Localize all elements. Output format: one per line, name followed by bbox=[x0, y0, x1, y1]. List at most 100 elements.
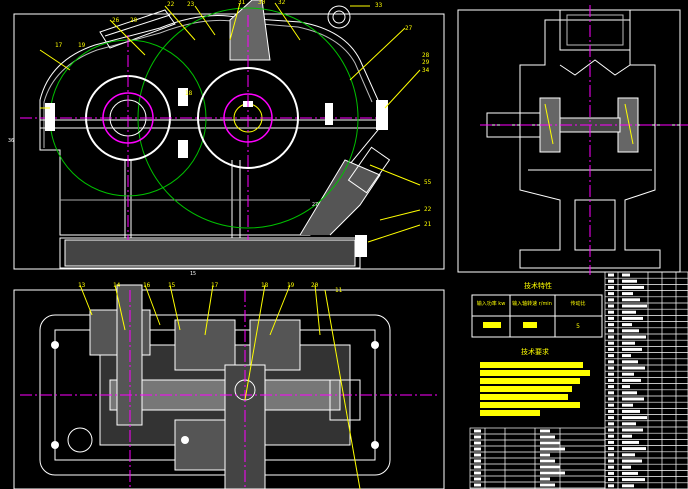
parts-list-index-mark bbox=[608, 403, 614, 407]
parts-list-index-mark bbox=[608, 273, 614, 277]
parts-list-index-mark bbox=[608, 298, 614, 302]
parts-list-cell-mark bbox=[622, 453, 635, 457]
top-label-14: 14 bbox=[113, 282, 121, 289]
tech-requirements: 技术要求 bbox=[480, 347, 590, 416]
side-view bbox=[457, 9, 688, 273]
top-part-labels: 13 14 16 15 17 18 19 20 11 bbox=[78, 282, 343, 294]
oil-gauge bbox=[347, 146, 391, 194]
parts-list-cell-mark bbox=[622, 285, 644, 289]
top-label-11: 11 bbox=[335, 287, 343, 294]
parts-list-cell-mark bbox=[622, 440, 639, 444]
parts-list-cell-mark bbox=[622, 416, 647, 420]
title-block-index-mark bbox=[474, 435, 481, 439]
parts-list-index-mark bbox=[608, 279, 614, 283]
title-block-cell-mark bbox=[540, 471, 565, 475]
label-26: 26 bbox=[112, 17, 120, 24]
parts-list bbox=[604, 271, 688, 489]
side-top-cover-inner bbox=[566, 14, 624, 46]
parts-list-cell-mark bbox=[622, 298, 640, 302]
label-22b: 22 bbox=[424, 206, 432, 213]
top-view-frame bbox=[13, 289, 445, 489]
label-33: 33 bbox=[375, 2, 383, 9]
lifting-eye bbox=[327, 5, 351, 29]
parts-list-index-mark bbox=[608, 478, 614, 482]
title-block-frame bbox=[469, 427, 606, 489]
parts-list-cell-mark bbox=[622, 310, 636, 314]
label-31: 31 bbox=[238, 0, 246, 6]
parts-list-cell-mark bbox=[622, 378, 641, 382]
parts-list-cell-mark bbox=[622, 304, 647, 308]
bearing-block-mid-top bbox=[174, 319, 236, 371]
parts-list-cell-mark bbox=[622, 434, 632, 438]
parts-list-index-mark bbox=[608, 372, 614, 376]
parts-list-index-mark bbox=[608, 347, 614, 351]
front-view bbox=[13, 0, 445, 270]
top-label-15: 15 bbox=[168, 282, 176, 289]
title-block-index-mark bbox=[474, 483, 481, 487]
front-centerlines bbox=[20, 15, 380, 240]
parts-list-index-mark bbox=[608, 329, 614, 333]
parts-list-index-mark bbox=[608, 292, 614, 296]
label-29: 29 bbox=[422, 59, 430, 66]
label-20: 20 bbox=[130, 17, 138, 24]
label-32: 32 bbox=[278, 0, 286, 6]
gear-right-outer bbox=[197, 67, 299, 169]
parts-list-index-mark bbox=[608, 471, 614, 475]
parts-list-index-mark bbox=[608, 434, 614, 438]
parts-list-cell-mark bbox=[622, 459, 642, 463]
parts-list-index-mark bbox=[608, 285, 614, 289]
parts-list-index-mark bbox=[608, 323, 614, 327]
parts-list-cell-mark bbox=[622, 279, 637, 283]
title-block-cell-mark bbox=[540, 459, 555, 463]
parts-list-cell-mark bbox=[622, 385, 630, 389]
top-view bbox=[13, 284, 445, 489]
parts-list-cell-mark bbox=[622, 292, 633, 296]
side-top-cover bbox=[559, 9, 631, 51]
parts-list-index-mark bbox=[608, 465, 614, 469]
parts-list-index-mark bbox=[608, 447, 614, 451]
top-end-cap bbox=[329, 379, 361, 421]
label-18: 18 bbox=[185, 90, 193, 97]
parts-list-cell-mark bbox=[622, 465, 631, 469]
parts-list-cell-mark bbox=[622, 471, 638, 475]
title-block-cell-mark bbox=[540, 447, 565, 451]
parts-list-cell-mark bbox=[622, 372, 634, 376]
parts-list-cell-mark bbox=[622, 341, 635, 345]
title-block-cell-mark bbox=[540, 453, 550, 457]
tech-value-speed bbox=[523, 322, 537, 328]
parts-list-cell-mark bbox=[622, 428, 643, 432]
tech-value-ratio: 5 bbox=[576, 323, 580, 330]
parts-list-index-mark bbox=[608, 453, 614, 457]
oil-gauge-boss bbox=[299, 159, 381, 236]
tech-header-ratio: 传动比 bbox=[570, 300, 585, 307]
parts-list-index-mark bbox=[608, 484, 614, 488]
title-block-index-mark bbox=[474, 441, 481, 445]
title-block bbox=[469, 427, 606, 489]
label-17: 17 bbox=[55, 42, 63, 49]
front-view-frame bbox=[13, 13, 445, 270]
label-30: 30 bbox=[258, 0, 266, 6]
top-label-13: 13 bbox=[78, 282, 86, 289]
top-bolts bbox=[51, 341, 379, 449]
title-block-cell-mark bbox=[540, 477, 550, 481]
tech-table-title: 技术特性 bbox=[524, 281, 552, 290]
parts-list-index-mark bbox=[608, 422, 614, 426]
parts-list-index-mark bbox=[608, 310, 614, 314]
tech-table: 技术特性 输入功率 kw 输入轴转速 r/min 传动比 5 bbox=[471, 281, 603, 338]
parts-list-index-mark bbox=[608, 304, 614, 308]
label-34: 34 bbox=[422, 67, 430, 74]
front-part-labels: 26 20 22 23 31 30 32 33 27 28 29 34 17 1… bbox=[55, 0, 432, 228]
side-yellow-hatch bbox=[544, 103, 634, 145]
title-block-index-mark bbox=[474, 477, 481, 481]
front-leaders bbox=[39, 2, 421, 243]
parts-list-cell-mark bbox=[622, 347, 642, 351]
parts-list-cell-mark bbox=[622, 273, 630, 277]
top-bolt-hole bbox=[67, 427, 93, 453]
parts-list-index-mark bbox=[608, 391, 614, 395]
title-block-index-mark bbox=[474, 453, 481, 457]
front-dim-labels: 36 27 15 bbox=[8, 138, 318, 277]
top-label-16: 16 bbox=[143, 282, 151, 289]
parts-list-cell-mark bbox=[622, 397, 644, 401]
title-block-cell-mark bbox=[540, 441, 560, 445]
